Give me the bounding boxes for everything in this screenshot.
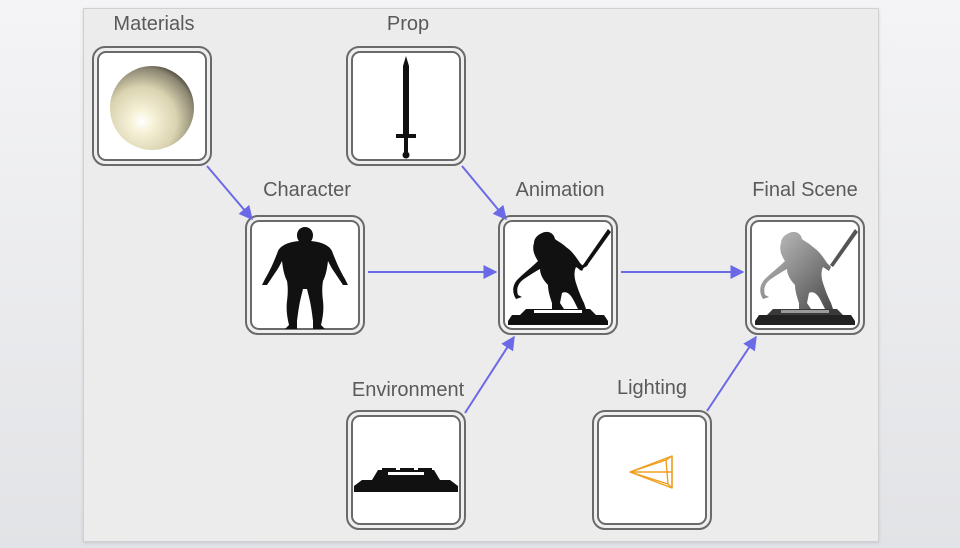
final-scene-label: Final Scene <box>752 179 858 201</box>
environment-label: Environment <box>351 379 465 401</box>
rendered-creature-icon <box>755 229 858 325</box>
sphere-icon <box>110 66 194 150</box>
character-node[interactable] <box>245 215 365 335</box>
sword-icon <box>396 56 416 159</box>
animation-label: Animation <box>515 179 605 201</box>
creature-with-sword-icon <box>508 229 611 325</box>
lighting-label: Lighting <box>616 377 688 399</box>
character-label: Character <box>263 179 351 201</box>
lighting-node[interactable] <box>592 410 712 530</box>
character-silhouette-icon <box>262 227 348 329</box>
node-frame <box>592 410 712 530</box>
materials-label: Materials <box>113 13 195 35</box>
light-cone-icon <box>629 455 673 489</box>
prop-label: Prop <box>386 13 430 35</box>
prop-node[interactable] <box>346 46 466 166</box>
materials-node[interactable] <box>92 46 212 166</box>
environment-node[interactable] <box>346 410 466 530</box>
platform-icon <box>354 468 458 492</box>
final-scene-node[interactable] <box>745 215 865 335</box>
animation-node[interactable] <box>498 215 618 335</box>
